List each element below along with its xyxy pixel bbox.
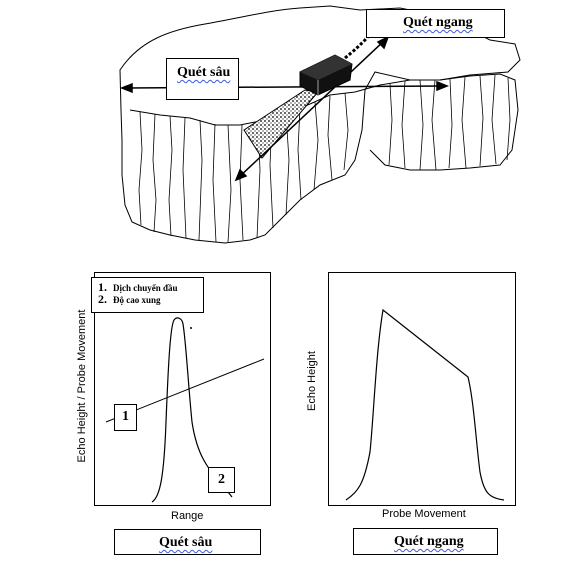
specimen-top-outline (119, 5, 521, 244)
legend-item-2: 2.Độ cao xung (98, 292, 161, 306)
left-plot-ylabel: Echo Height / Probe Movement (76, 309, 88, 463)
left-plot-xlabel: Range (171, 510, 204, 522)
horizontal-scan-label: Quét ngang (403, 15, 473, 30)
echo-height-curve (151, 317, 233, 503)
depth-scan-label-box: Quét sâu (166, 58, 239, 100)
depth-scan-label: Quét sâu (177, 65, 231, 80)
right-caption-box: Quét ngang (353, 528, 498, 555)
right-plot-curves (345, 308, 505, 501)
left-plot-curves (105, 317, 265, 503)
legend-item-1: 1.Dịch chuyển đầu (98, 280, 178, 294)
left-plot-legend: 1.Dịch chuyển đầu 2.Độ cao xung (91, 277, 204, 313)
probe-transducer (299, 54, 353, 96)
left-caption: Quét sâu (159, 535, 213, 550)
marker-1: 1 (122, 409, 129, 424)
echo-envelope-curve (345, 308, 505, 501)
right-caption: Quét ngang (394, 534, 464, 549)
marker-2-box: 2 (208, 467, 235, 493)
marker-2: 2 (218, 472, 225, 487)
weld-specimen-illustration (119, 5, 521, 244)
right-plot-frame (328, 272, 516, 506)
marker-1-box: 1 (114, 404, 137, 431)
right-plot-ylabel: Echo Height (306, 351, 318, 411)
left-caption-box: Quét sâu (114, 529, 261, 555)
horizontal-scan-label-box: Quét ngang (366, 9, 505, 38)
right-plot-xlabel: Probe Movement (382, 508, 466, 520)
horizontal-scan-arrow (234, 35, 390, 182)
specimen-striations (138, 74, 511, 243)
